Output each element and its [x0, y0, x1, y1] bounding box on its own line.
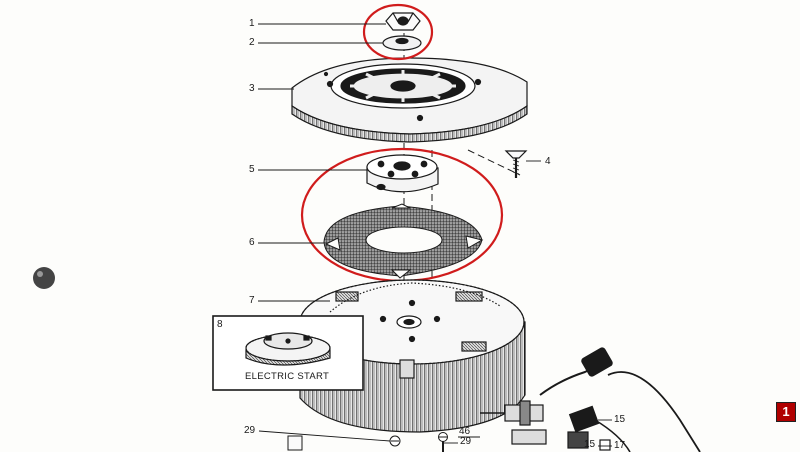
callout-label: 15 [584, 439, 596, 450]
callout-label: 1 [249, 18, 255, 29]
ignition-leads [480, 347, 701, 452]
callout-label: 2 [249, 37, 255, 48]
callout-label: 29 [244, 425, 256, 436]
inset-number: 8 [217, 319, 223, 330]
part-washer [382, 35, 422, 51]
page-badge[interactable]: 1 [776, 402, 796, 422]
part-hub [366, 154, 439, 193]
part-screw [504, 150, 528, 178]
callout-label: 46 [459, 426, 471, 437]
callout-label: 29 [460, 436, 472, 447]
part-gasket [323, 203, 484, 279]
callout-label: 3 [249, 83, 255, 94]
callout-label: 15 [614, 414, 626, 425]
callout-label: 7 [249, 295, 255, 306]
inset-electric-start [212, 315, 364, 391]
callout-label: 4 [545, 156, 551, 167]
callout-label: 6 [249, 237, 255, 248]
decorative-ball [33, 267, 55, 289]
part-nut [385, 12, 421, 31]
highlight-circle-nut-washer [362, 3, 434, 61]
callout-label: 5 [249, 164, 255, 175]
part-flywheel-plate [291, 57, 528, 143]
inset-caption: ELECTRIC START [245, 371, 330, 382]
callout-label: 17 [614, 440, 626, 451]
leader-lines [258, 23, 612, 447]
